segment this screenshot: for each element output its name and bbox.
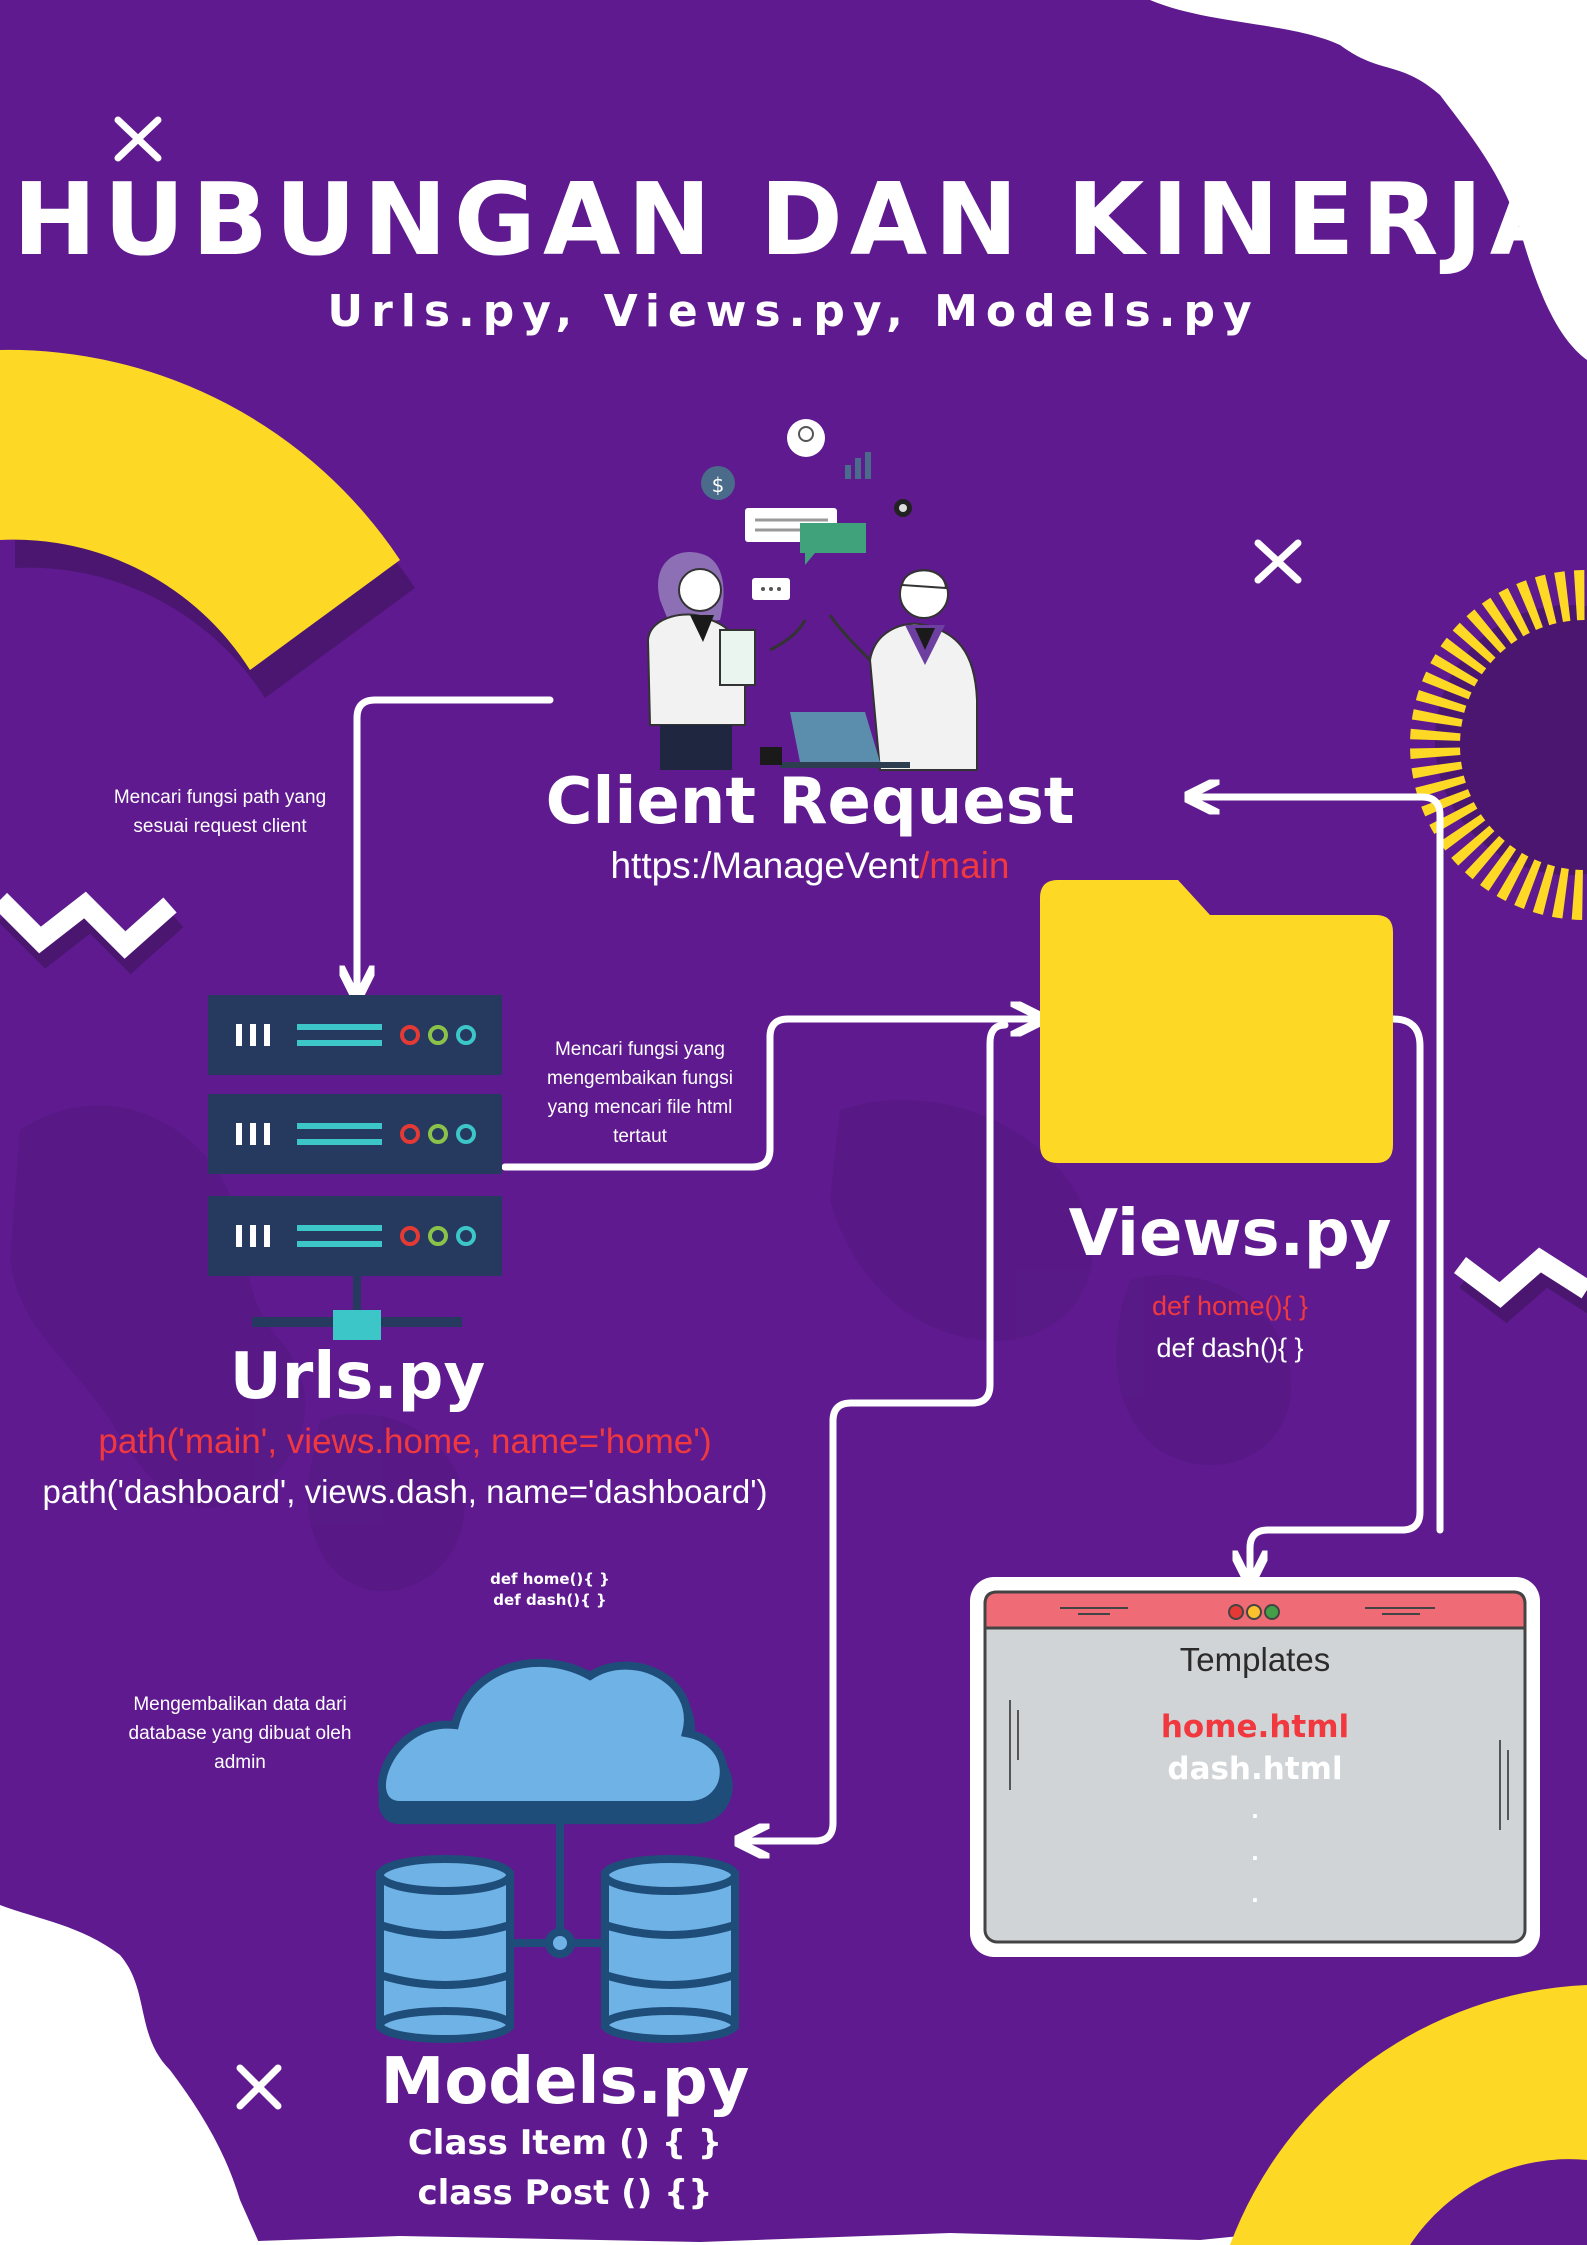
folder-icon — [1040, 880, 1393, 1163]
torn-corner-top-right — [1150, 0, 1587, 360]
urls-line-dashboard: path('dashboard', views.dash, name='dash… — [42, 1473, 768, 1510]
note-db-return: Mengembalikan data dari database yang di… — [128, 1694, 352, 1773]
arrow-urls-to-views — [501, 1019, 1035, 1171]
page-subtitle: Urls.py, Views.py, Models.py — [327, 286, 1260, 337]
server-unit — [208, 1196, 502, 1276]
template-file-home: home.html — [1160, 1709, 1350, 1745]
yellow-arc-left — [0, 349, 400, 670]
templates-title: Templates — [1179, 1641, 1331, 1678]
models-line-post: class Post () {} — [417, 2173, 713, 2213]
window-button — [1228, 1604, 1244, 1620]
server-unit — [208, 1094, 502, 1174]
arrow-views-to-templates — [1250, 1015, 1424, 1575]
urls-heading: Urls.py — [229, 1340, 486, 1414]
close-icon — [236, 2064, 282, 2110]
note-view-search: Mencari fungsi yang mengembaikan fungsi … — [547, 1039, 733, 1147]
client-request-heading: Client Request — [545, 765, 1075, 839]
cloud-icon — [378, 1658, 733, 1825]
striped-ring — [1410, 570, 1587, 920]
url-base: https:/ManageVent — [610, 845, 920, 886]
template-more-dot: . — [1251, 1794, 1259, 1824]
models-line-item: Class Item () { } — [407, 2123, 723, 2163]
template-more-dot: . — [1251, 1878, 1259, 1908]
database-icon — [376, 1855, 514, 2043]
template-more-dot: . — [1251, 1836, 1259, 1866]
page-title: HUBUNGAN DAN KINERJA — [12, 161, 1575, 278]
torn-corner-bottom-left — [0, 1905, 260, 2245]
urls-line-main: path('main', views.home, name='home') — [98, 1422, 712, 1461]
arrow-views-loop-to-models — [745, 1021, 1009, 1841]
close-icon — [1254, 539, 1302, 584]
models-heading: Models.py — [380, 2045, 750, 2119]
close-icon — [114, 116, 162, 162]
window-button — [1264, 1604, 1280, 1620]
people-illustration: $ — [646, 419, 978, 771]
database-icon — [601, 1855, 739, 2043]
cloud-code-dash: def dash(){ } — [493, 1591, 607, 1609]
zigzag-icon-left — [0, 891, 177, 959]
yellow-arc-bottom-right — [1230, 1985, 1587, 2245]
note-path-search: Mencari fungsi path yang sesuai request … — [113, 787, 327, 837]
views-line-dash: def dash(){ } — [1156, 1333, 1304, 1363]
views-heading: Views.py — [1068, 1197, 1392, 1271]
client-request-url: https:/ManageVent/main — [0, 847, 1587, 884]
svg-text:$: $ — [712, 473, 725, 497]
server-unit — [208, 995, 502, 1075]
cloud-code-home: def home(){ } — [490, 1570, 610, 1588]
database-connectors — [508, 1805, 610, 1958]
zigzag-icon-right — [1454, 1247, 1587, 1308]
browser-window-icon — [970, 1577, 1540, 1957]
url-path: /main — [919, 845, 1010, 886]
template-file-dash: dash.html — [1167, 1751, 1343, 1787]
flow-arrows — [357, 696, 1444, 1841]
arrow-client-to-urls — [357, 696, 554, 990]
arrow-return-to-client — [1195, 797, 1444, 1534]
views-line-home: def home(){ } — [1151, 1291, 1309, 1321]
window-button — [1246, 1604, 1262, 1620]
